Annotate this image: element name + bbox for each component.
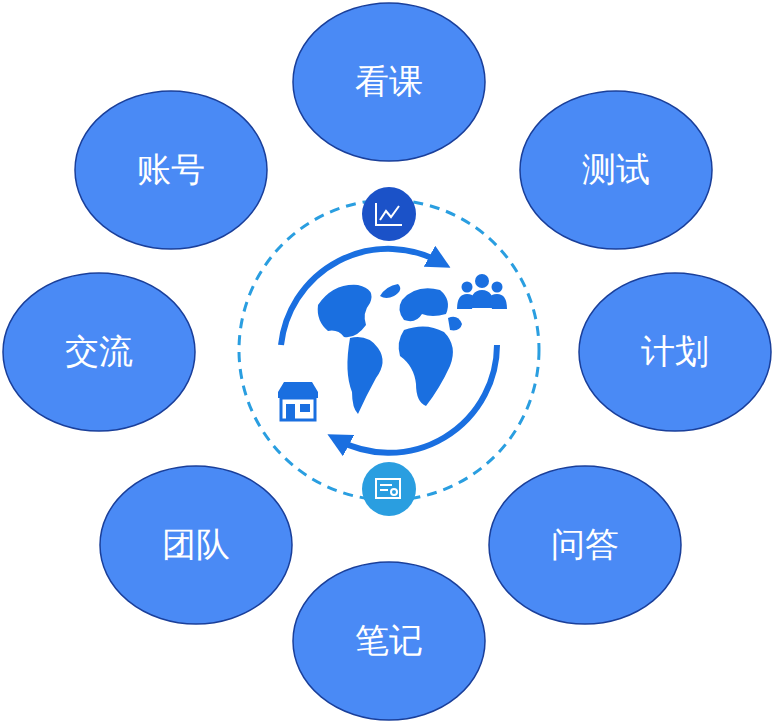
- shop-icon: [278, 382, 318, 420]
- people-icon: [457, 274, 507, 309]
- globe: [318, 284, 462, 414]
- dashed-ring: [239, 200, 539, 500]
- topic-ellipse: 交流: [2, 272, 196, 432]
- chart-icon: [376, 203, 402, 225]
- chart-badge: [362, 187, 416, 241]
- topic-ellipse: 看课: [292, 2, 486, 162]
- topic-ellipse: 测试: [519, 90, 713, 250]
- topic-label: 团队: [162, 526, 230, 563]
- doc-badge: [362, 462, 416, 516]
- topic-ellipse: 团队: [99, 465, 293, 625]
- doc-icon: [376, 479, 400, 498]
- topic-ellipse: 计划: [578, 272, 772, 432]
- topic-ellipse: 笔记: [292, 561, 486, 721]
- topic-label: 问答: [551, 526, 619, 563]
- topic-label: 计划: [641, 333, 709, 370]
- topic-label: 交流: [65, 333, 133, 370]
- topic-ellipse: 问答: [488, 465, 682, 625]
- topic-ellipse: 账号: [74, 90, 268, 250]
- topic-label: 测试: [582, 151, 650, 188]
- topic-label: 账号: [137, 151, 205, 188]
- topic-label: 看课: [355, 63, 423, 100]
- topic-label: 笔记: [355, 622, 423, 659]
